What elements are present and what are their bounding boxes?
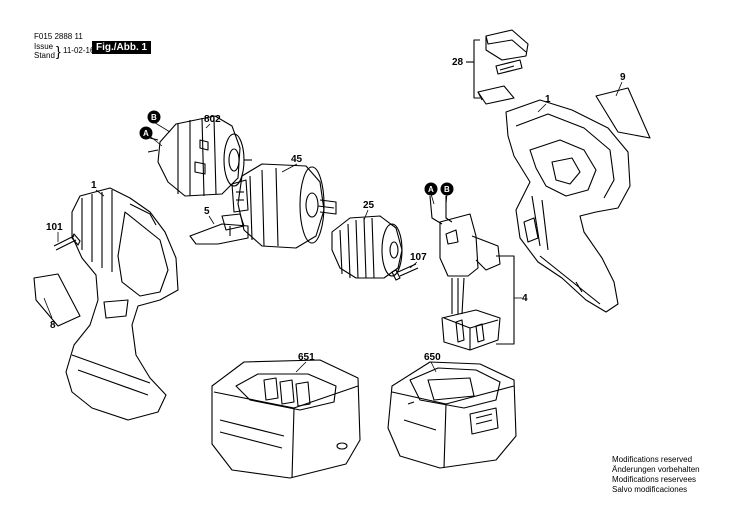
brace: }: [56, 43, 61, 59]
part-label-802: 802: [204, 114, 221, 125]
part-label-25: 25: [363, 200, 375, 211]
marker-b-switch: B: [444, 185, 450, 194]
marker-a-switch: A: [428, 185, 434, 194]
motor-802: [147, 115, 252, 197]
part-label-651: 651: [298, 352, 315, 363]
modification-notes: Modifications reserved Änderungen vorbeh…: [612, 455, 700, 495]
part-label-45: 45: [291, 154, 303, 165]
label-plate-9: [595, 87, 651, 139]
screw-101: [53, 233, 81, 251]
clip-set-28: [477, 29, 529, 105]
stand-label: Stand: [34, 51, 55, 60]
chuck-25: [331, 215, 403, 279]
note-es: Salvo modificaciones: [612, 485, 688, 494]
part-label-8: 8: [50, 320, 56, 331]
leader-lines: [43, 81, 623, 373]
part-label-4: 4: [522, 293, 528, 304]
connector-markers: B A A B: [139, 110, 454, 196]
part-label-1-right: 1: [545, 94, 551, 105]
part-label-101: 101: [46, 222, 63, 233]
figure-label: Fig./Abb. 1: [92, 41, 152, 54]
charger-651: [211, 359, 361, 479]
note-de: Änderungen vorbehalten: [612, 465, 700, 474]
issue-date: 11-02-16: [63, 46, 95, 55]
part-label-650: 650: [424, 352, 441, 363]
battery-650: [387, 361, 517, 469]
doc-number: F015 2888 11: [34, 32, 83, 41]
part-label-28: 28: [452, 57, 464, 68]
part-labels: 1 101 8 802 45 5 25 107 651 650 28 1 9 4: [46, 57, 626, 363]
housing-right: [505, 99, 631, 313]
screw-107: [391, 263, 419, 281]
issue-label: Issue: [34, 42, 54, 51]
note-en: Modifications reserved: [612, 455, 693, 464]
bracket-4: [496, 255, 515, 345]
marker-b-motor: B: [151, 113, 157, 122]
part-label-107: 107: [410, 252, 427, 263]
part-label-5: 5: [204, 206, 210, 217]
marker-a-motor: A: [143, 129, 149, 138]
part-label-1-left: 1: [91, 180, 97, 191]
slide-switch-5: [189, 213, 249, 245]
part-label-9: 9: [620, 72, 626, 83]
bracket-28: [473, 39, 480, 99]
note-fr: Modifications reservees: [612, 475, 697, 484]
label-plate-8: [33, 273, 81, 327]
housing-left: [65, 187, 179, 421]
switch-4: [429, 195, 501, 351]
